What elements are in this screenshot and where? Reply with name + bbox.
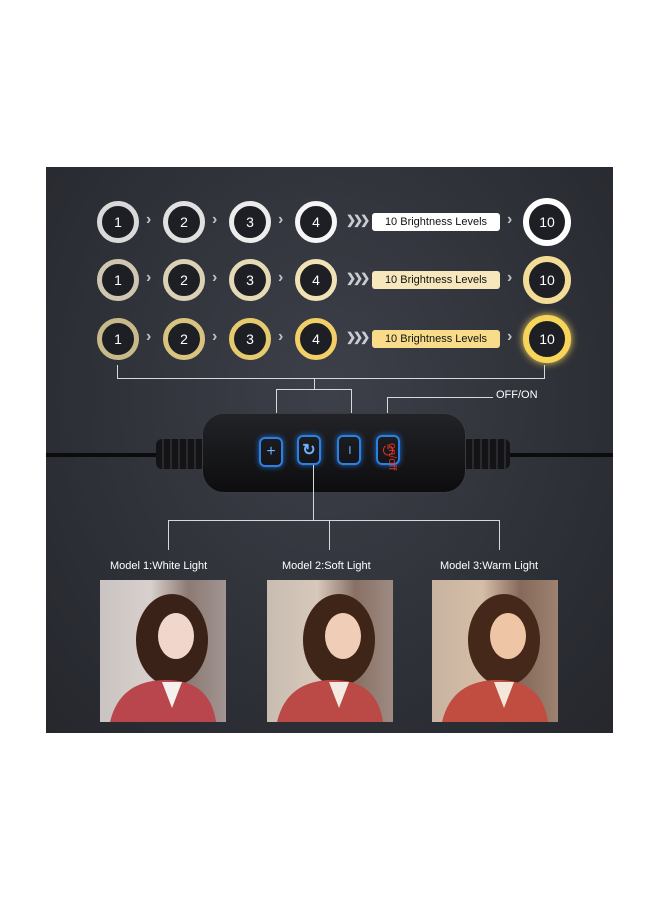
level-ring: 3 xyxy=(229,259,271,301)
s-mode-icon: ↻ xyxy=(302,442,316,459)
power-button[interactable]: ⏻ xyxy=(376,435,400,465)
level-ring: 3 xyxy=(229,318,271,360)
connector-line xyxy=(329,520,330,550)
chevron-right-icon: › xyxy=(507,269,513,286)
cable-left xyxy=(46,453,206,457)
connector-line xyxy=(168,520,169,550)
level-ring: 2 xyxy=(163,318,205,360)
level-ring: 2 xyxy=(163,259,205,301)
level-ring: 1 xyxy=(97,259,139,301)
chevron-right-icon: › xyxy=(507,211,513,228)
chevron-right-icon: › xyxy=(212,211,218,228)
product-infographic: 1 › 2 › 3 › 4 ❯❯❯ 10 Brightness Levels ›… xyxy=(46,167,613,733)
minus-icon: − xyxy=(341,445,358,455)
triple-chevron-icon: ❯❯❯ xyxy=(346,271,370,285)
chevron-right-icon: › xyxy=(146,328,152,345)
level-ring-max: 10 xyxy=(523,198,571,246)
model-caption: Model 2:Soft Light xyxy=(282,560,371,572)
connector-line xyxy=(499,520,500,550)
level-ring: 4 xyxy=(295,201,337,243)
connector-line xyxy=(351,389,352,433)
level-ring: 3 xyxy=(229,201,271,243)
level-ring: 1 xyxy=(97,201,139,243)
power-text: on/off xyxy=(386,443,398,471)
cable-right xyxy=(506,453,613,457)
level-ring-max: 10 xyxy=(523,256,571,304)
inline-controller xyxy=(202,413,466,493)
strain-relief-right xyxy=(458,439,510,469)
portrait-illustration xyxy=(442,594,548,722)
portrait-illustration xyxy=(110,594,216,722)
level-ring: 4 xyxy=(295,259,337,301)
connector-line xyxy=(276,389,352,390)
model-photo-soft xyxy=(267,580,393,722)
model-photo-white xyxy=(100,580,226,722)
connector-line xyxy=(544,365,545,379)
chevron-right-icon: › xyxy=(212,269,218,286)
chevron-right-icon: › xyxy=(146,211,152,228)
connector-line xyxy=(314,378,315,390)
brightness-levels-label: 10 Brightness Levels xyxy=(372,330,500,348)
brightness-levels-label: 10 Brightness Levels xyxy=(372,213,500,231)
chevron-right-icon: › xyxy=(278,269,284,286)
model-caption: Model 1:White Light xyxy=(110,560,208,572)
connector-line xyxy=(276,389,277,433)
connector-line xyxy=(117,365,118,379)
chevron-right-icon: › xyxy=(507,328,513,345)
brightness-up-button[interactable]: + xyxy=(259,437,283,467)
connector-line xyxy=(168,520,500,521)
connector-line xyxy=(387,397,493,398)
brightness-down-button[interactable]: − xyxy=(337,435,361,465)
portrait-illustration xyxy=(277,594,383,722)
connector-line xyxy=(313,465,314,521)
brightness-levels-label: 10 Brightness Levels xyxy=(372,271,500,289)
chevron-right-icon: › xyxy=(278,328,284,345)
triple-chevron-icon: ❯❯❯ xyxy=(346,213,370,227)
level-ring: 4 xyxy=(295,318,337,360)
mode-switch-button[interactable]: ↻ xyxy=(297,435,321,465)
plus-icon: + xyxy=(266,443,276,460)
off-on-label: OFF/ON xyxy=(496,389,538,401)
strain-relief-left xyxy=(156,439,208,469)
level-ring: 1 xyxy=(97,318,139,360)
connector-line xyxy=(117,378,545,379)
chevron-right-icon: › xyxy=(278,211,284,228)
triple-chevron-icon: ❯❯❯ xyxy=(346,330,370,344)
power-icon: ⏻ xyxy=(382,441,394,458)
chevron-right-icon: › xyxy=(212,328,218,345)
chevron-right-icon: › xyxy=(146,269,152,286)
level-ring-max: 10 xyxy=(523,315,571,363)
model-caption: Model 3:Warm Light xyxy=(440,560,539,572)
model-photo-warm xyxy=(432,580,558,722)
level-ring: 2 xyxy=(163,201,205,243)
